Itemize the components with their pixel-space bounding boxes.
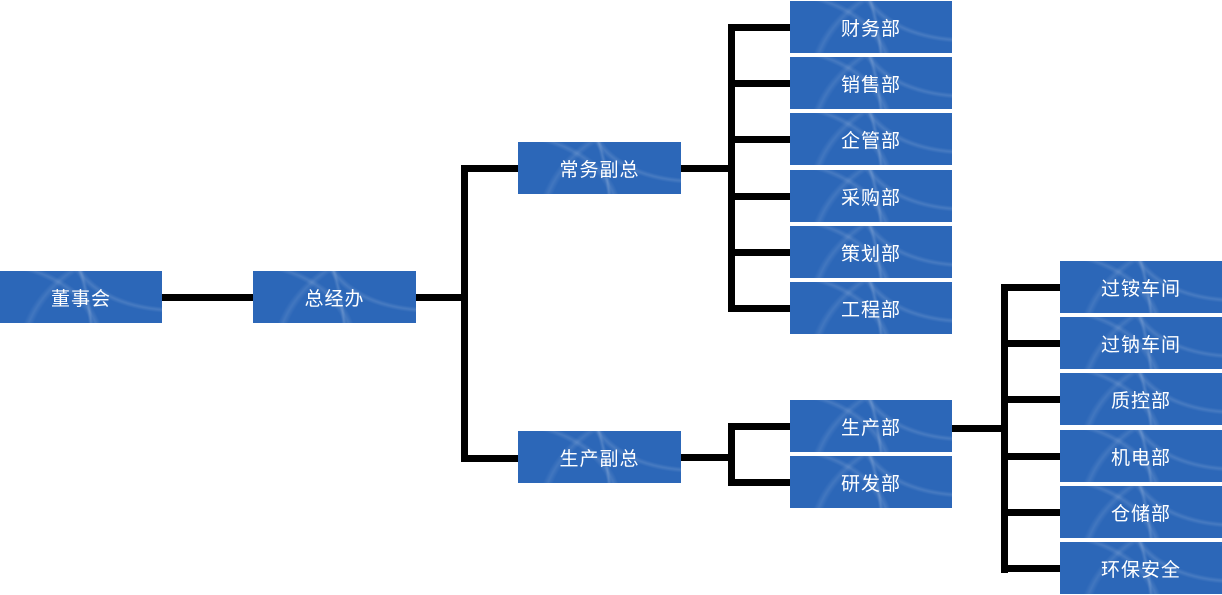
connector-trunk-exec-vp [461, 165, 518, 172]
connector-exec-vp-trunk [681, 165, 735, 172]
trunk-vps [461, 165, 468, 462]
connector-gm-trunk [416, 294, 468, 301]
org-node-production-dept: 生产部 [790, 400, 952, 452]
org-node-exec-vp: 常务副总 [518, 142, 681, 194]
trunk-exec-departments [728, 24, 735, 311]
org-node-warehouse-dept: 仓储部 [1060, 486, 1222, 538]
org-node-qc-dept: 质控部 [1060, 373, 1222, 425]
connector-production-trunk [952, 425, 1008, 432]
connector-board-gm [162, 294, 253, 301]
org-node-rnd-dept: 研发部 [790, 456, 952, 508]
org-node-finance-dept: 财务部 [790, 1, 952, 53]
org-node-sales-dept: 销售部 [790, 57, 952, 109]
connector-finance-dept [728, 24, 790, 31]
org-node-gm-office: 总经办 [253, 271, 416, 323]
connector-sodium-workshop [1001, 340, 1060, 347]
org-node-board: 董事会 [0, 271, 162, 323]
connector-mechatronics-dept [1001, 453, 1060, 460]
org-node-enterprise-mgmt-dept: 企管部 [790, 113, 952, 165]
org-node-ehs-dept: 环保安全 [1060, 542, 1222, 594]
connector-ammonium-workshop [1001, 284, 1060, 291]
connector-engineering-dept [728, 305, 790, 312]
connector-warehouse-dept [1001, 509, 1060, 516]
connector-trunk-prod-vp [461, 455, 518, 462]
connector-procurement-dept [728, 193, 790, 200]
connector-ehs-dept [1001, 565, 1060, 572]
connector-planning-dept [728, 249, 790, 256]
trunk-prod-departments [728, 423, 735, 486]
connector-enterprise-mgmt-dept [728, 136, 790, 143]
org-node-engineering-dept: 工程部 [790, 282, 952, 334]
connector-production-dept [728, 423, 790, 430]
connector-sales-dept [728, 80, 790, 87]
org-node-procurement-dept: 采购部 [790, 170, 952, 222]
org-node-ammonium-workshop: 过铵车间 [1060, 261, 1222, 313]
connector-qc-dept [1001, 396, 1060, 403]
connector-rnd-dept [728, 479, 790, 486]
org-node-mechatronics-dept: 机电部 [1060, 430, 1222, 482]
trunk-production-subunits [1001, 284, 1008, 573]
org-node-sodium-workshop: 过钠车间 [1060, 317, 1222, 369]
org-node-planning-dept: 策划部 [790, 226, 952, 278]
org-node-prod-vp: 生产副总 [518, 431, 681, 483]
connector-prod-vp-trunk [681, 454, 735, 461]
